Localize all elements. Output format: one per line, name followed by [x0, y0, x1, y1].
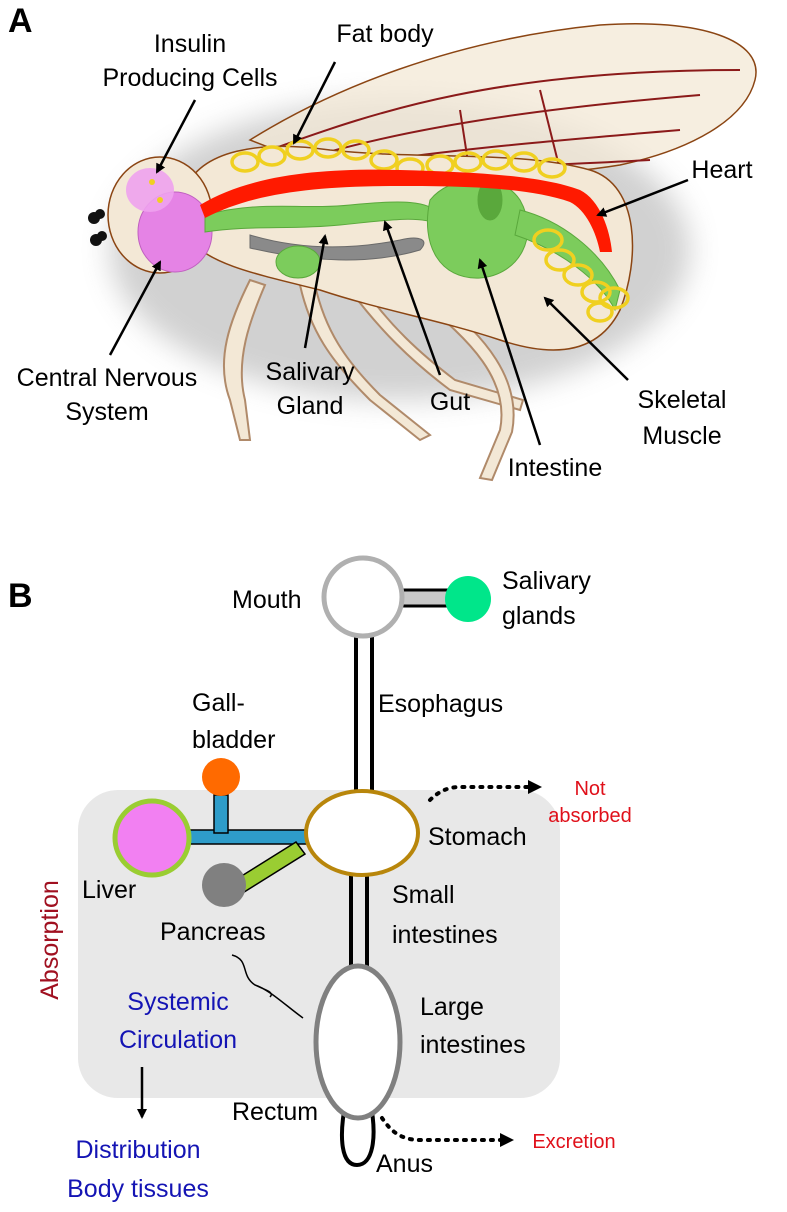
esophagus-tube — [354, 636, 374, 798]
liver-node — [112, 798, 192, 878]
dotted-arrowheads — [500, 780, 542, 1147]
label-small-intestines-line2: intestines — [392, 921, 498, 949]
gallbladder-node — [202, 758, 240, 796]
label-mouth: Mouth — [232, 586, 301, 614]
label-small-intestines-line1: Small — [392, 881, 455, 909]
label-not-absorbed-line1: Not — [574, 778, 606, 800]
panel-a-letter: A — [8, 2, 33, 40]
label-large-intestines-line2: intestines — [420, 1031, 526, 1059]
stomach-node — [304, 789, 420, 877]
label-skeletal-line2: Muscle — [642, 422, 721, 450]
fly-antennae — [88, 209, 107, 246]
label-skeletal-line1: Skeletal — [638, 386, 727, 414]
large-intestines-node — [313, 963, 403, 1121]
label-cns-line1: Central Nervous — [17, 364, 198, 392]
fly-gut — [204, 178, 621, 312]
label-salivary-glands-line1: Salivary — [502, 567, 591, 595]
salivary-glands-node — [445, 576, 491, 622]
label-salivary-glands-line2: glands — [502, 602, 576, 630]
label-excretion: Excretion — [532, 1131, 615, 1153]
label-insulin-line1: Insulin — [154, 30, 226, 58]
label-rectum: Rectum — [232, 1098, 318, 1126]
pancreas-node — [202, 863, 246, 907]
label-insulin-line2: Producing Cells — [102, 64, 277, 92]
label-gallbladder-line2: bladder — [192, 726, 275, 754]
label-systemic-line2: Circulation — [119, 1026, 237, 1054]
label-distribution-line1: Distribution — [75, 1136, 200, 1164]
panel-b-letter: B — [8, 577, 33, 615]
bile-ducts — [184, 794, 314, 845]
panel-a-arrows — [108, 61, 689, 446]
label-systemic-line1: Systemic — [127, 988, 228, 1016]
label-anus: Anus — [376, 1150, 433, 1178]
label-stomach: Stomach — [428, 823, 527, 851]
label-large-intestines-line1: Large — [420, 993, 484, 1021]
panel-a: A — [8, 2, 757, 482]
label-fat-body: Fat body — [336, 20, 434, 48]
central-nervous-system — [137, 191, 213, 273]
rectum-loop — [340, 1099, 376, 1168]
label-intestine: Intestine — [508, 454, 603, 482]
label-salivary-gland-line1: Salivary — [266, 358, 355, 386]
label-liver: Liver — [82, 876, 136, 904]
label-pancreas: Pancreas — [160, 918, 266, 946]
label-gallbladder-line1: Gall- — [192, 689, 245, 717]
fat-body-rings — [230, 137, 630, 323]
label-heart: Heart — [691, 156, 752, 184]
small-intestines-tube — [349, 872, 369, 968]
label-esophagus: Esophagus — [378, 690, 503, 718]
label-cns-line2: System — [65, 398, 148, 426]
label-distribution-line2: Body tissues — [67, 1175, 209, 1203]
absorption-region — [78, 790, 560, 1098]
label-gut: Gut — [430, 388, 470, 416]
dotted-arrows — [380, 785, 530, 1142]
mouth-node — [321, 555, 405, 639]
insulin-producing-cells — [126, 168, 174, 212]
fly-heart — [200, 169, 612, 252]
label-salivary-gland-line2: Gland — [277, 392, 344, 420]
label-not-absorbed-line2: absorbed — [548, 805, 631, 827]
label-absorption: Absorption — [36, 880, 64, 1000]
circulation-brace — [231, 954, 304, 1019]
panel-b: B — [8, 555, 632, 1203]
